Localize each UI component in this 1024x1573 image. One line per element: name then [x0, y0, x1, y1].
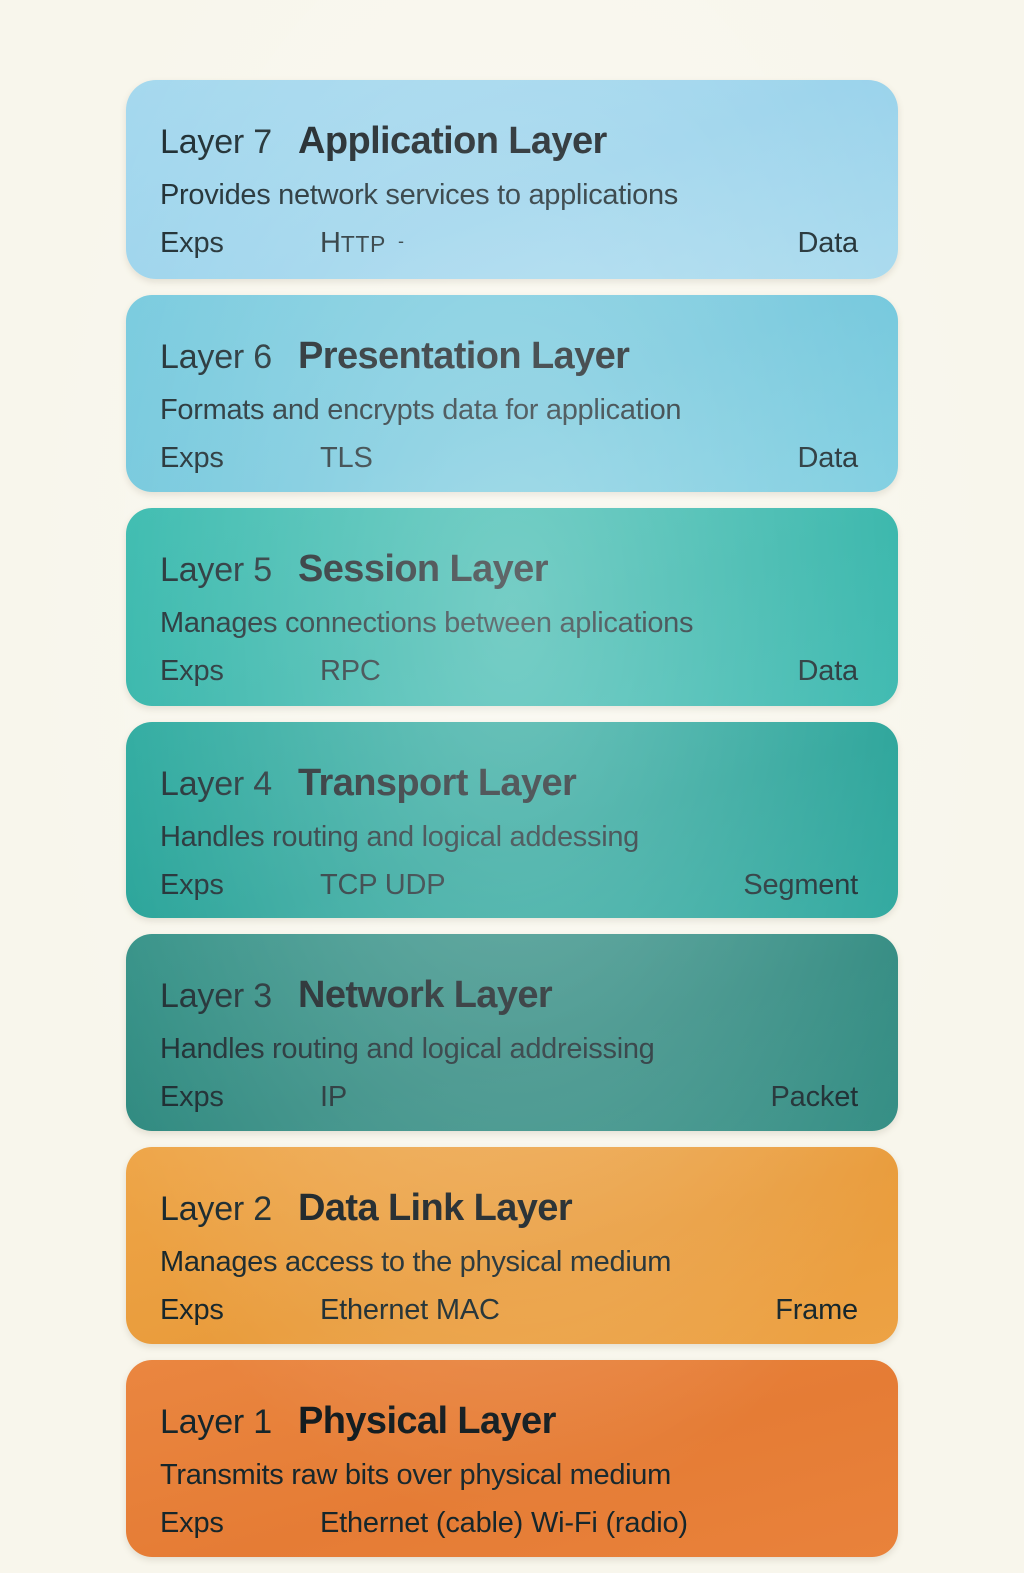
protocol-initial: H	[320, 227, 341, 259]
layer-name: Session Layer	[298, 548, 548, 590]
layer-title-row: Layer 6 Presentation Layer	[160, 335, 864, 378]
layer-number: Layer 7	[160, 123, 273, 161]
examples-values: TLS	[320, 442, 373, 474]
layer-name: Network Layer	[298, 974, 553, 1016]
examples-values: HTTP-	[320, 227, 798, 260]
examples-label: Exps	[160, 227, 224, 259]
layer-examples-row: Exps RPC Data	[160, 655, 864, 688]
layer-title-row: Layer 7 Application Layer	[160, 120, 864, 163]
layer-examples-row: Exps HTTP- Data	[160, 227, 864, 260]
pdu-name: Frame	[775, 1294, 858, 1326]
layer-description: Manages access to the physical medium	[160, 1246, 672, 1278]
layer-description: Handles routing and logical addessing	[160, 821, 640, 853]
osi-layer-stack: Layer 7 Application Layer Provides netwo…	[126, 80, 898, 1573]
layer-title-row: Layer 1 Physical Layer	[160, 1400, 864, 1443]
layer-card-network[interactable]: Layer 3 Network Layer Handles routing an…	[126, 934, 898, 1131]
layer-number: Layer 5	[160, 551, 273, 589]
examples-label: Exps	[160, 655, 224, 687]
examples-values: Ethernet MAC	[320, 1294, 500, 1326]
layer-description: Manages connections between aplications	[160, 607, 694, 639]
layer-examples-row: Exps Ethernet MAC Frame	[160, 1294, 864, 1327]
layer-description: Handles routing and logical addreissing	[160, 1033, 655, 1065]
layer-card-physical[interactable]: Layer 1 Physical Layer Transmits raw bit…	[126, 1360, 898, 1557]
layer-examples-row: Exps IP Packet	[160, 1081, 864, 1114]
layer-card-application[interactable]: Layer 7 Application Layer Provides netwo…	[126, 80, 898, 279]
layer-examples-row: Exps Ethernet (cable) Wi-Fi (radio)	[160, 1507, 864, 1540]
examples-label: Exps	[160, 1294, 224, 1326]
layer-name: Transport Layer	[298, 762, 577, 804]
examples-values: IP	[320, 1081, 347, 1113]
layer-number: Layer 2	[160, 1190, 273, 1228]
pdu-name: Segment	[743, 869, 858, 901]
layer-title-row: Layer 5 Session Layer	[160, 548, 864, 591]
layer-name: Application Layer	[298, 120, 607, 162]
layer-name: Data Link Layer	[298, 1187, 573, 1229]
layer-card-data-link[interactable]: Layer 2 Data Link Layer Manages access t…	[126, 1147, 898, 1344]
layer-card-session[interactable]: Layer 5 Session Layer Manages connection…	[126, 508, 898, 706]
examples-label: Exps	[160, 1081, 224, 1113]
layer-title-row: Layer 2 Data Link Layer	[160, 1187, 864, 1230]
examples-label: Exps	[160, 869, 224, 901]
layer-name: Physical Layer	[298, 1400, 556, 1442]
examples-label: Exps	[160, 442, 224, 474]
layer-description: Provides network services to application…	[160, 179, 678, 211]
layer-card-transport[interactable]: Layer 4 Transport Layer Handles routing …	[126, 722, 898, 918]
layer-title-row: Layer 3 Network Layer	[160, 974, 864, 1017]
layer-card-presentation[interactable]: Layer 6 Presentation Layer Formats and e…	[126, 295, 898, 492]
layer-description: Transmits raw bits over physical medium	[160, 1459, 671, 1491]
pdu-name: Data	[797, 227, 859, 259]
examples-label: Exps	[160, 1507, 224, 1539]
trailing-dash-mark: -	[398, 230, 404, 251]
pdu-name: Packet	[770, 1081, 859, 1113]
layer-examples-row: Exps TLS Data	[160, 442, 864, 475]
pdu-name: Data	[797, 655, 859, 687]
layer-examples-row: Exps TCP UDP Segment	[160, 869, 864, 902]
examples-values: Ethernet (cable) Wi-Fi (radio)	[320, 1507, 688, 1539]
layer-description: Formats and encrypts data for applicatio…	[160, 394, 682, 426]
layer-number: Layer 3	[160, 977, 273, 1015]
layer-number: Layer 1	[160, 1403, 273, 1441]
pdu-name: Data	[797, 442, 859, 474]
examples-values: RPC	[320, 655, 381, 687]
layer-number: Layer 6	[160, 338, 273, 376]
protocol-remainder: TTP	[340, 231, 386, 257]
layer-number: Layer 4	[160, 765, 273, 803]
layer-name: Presentation Layer	[298, 335, 630, 377]
layer-title-row: Layer 4 Transport Layer	[160, 762, 864, 805]
examples-values: TCP UDP	[320, 869, 446, 901]
